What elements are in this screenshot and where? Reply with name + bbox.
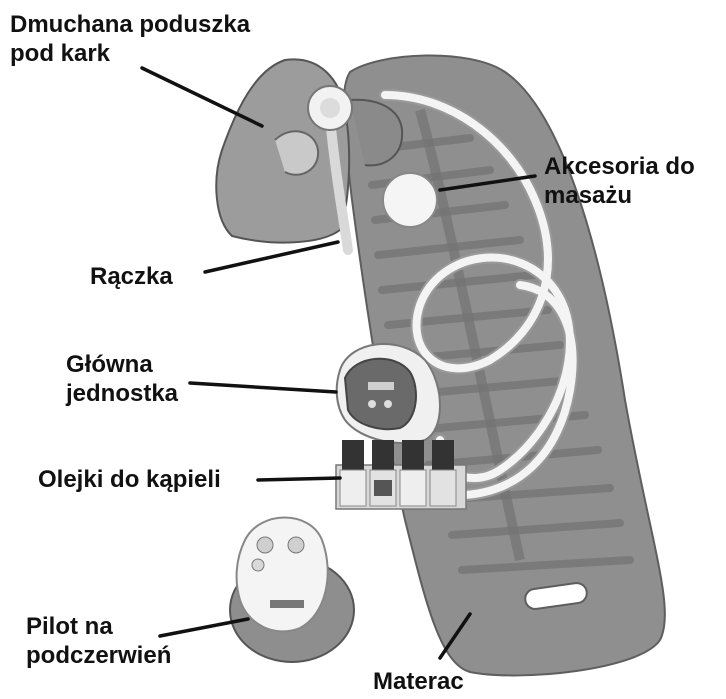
label-neck-pillow-line2: pod kark bbox=[10, 39, 250, 68]
label-mattress-line1: Materac bbox=[373, 667, 464, 696]
pillow-leader bbox=[142, 68, 262, 126]
massage-ball-shape bbox=[383, 173, 437, 227]
label-bath-oils-line1: Olejki do kąpieli bbox=[38, 465, 221, 494]
main-unit-shape bbox=[337, 344, 440, 443]
label-bath-oils: Olejki do kąpieli bbox=[38, 465, 221, 494]
label-neck-pillow: Dmuchana poduszka pod kark bbox=[10, 10, 250, 68]
remote-control-shape bbox=[230, 518, 354, 663]
oils-leader bbox=[258, 478, 340, 480]
label-main-unit: Główna jednostka bbox=[66, 350, 178, 408]
label-massage-accessories-line1: Akcesoria do bbox=[544, 152, 695, 181]
handle-leader bbox=[205, 242, 338, 272]
label-main-unit-line2: jednostka bbox=[66, 379, 178, 408]
label-massage-accessories: Akcesoria do masażu bbox=[544, 152, 695, 210]
label-remote-line1: Pilot na bbox=[26, 612, 171, 641]
label-mattress: Materac bbox=[373, 667, 464, 696]
main-unit-leader bbox=[190, 383, 336, 392]
label-neck-pillow-line1: Dmuchana poduszka bbox=[10, 10, 250, 39]
label-remote-line2: podczerwień bbox=[26, 641, 171, 670]
label-massage-accessories-line2: masażu bbox=[544, 181, 695, 210]
label-handle: Rączka bbox=[90, 262, 173, 291]
label-main-unit-line1: Główna bbox=[66, 350, 178, 379]
label-handle-line1: Rączka bbox=[90, 262, 173, 291]
label-remote: Pilot na podczerwień bbox=[26, 612, 171, 670]
